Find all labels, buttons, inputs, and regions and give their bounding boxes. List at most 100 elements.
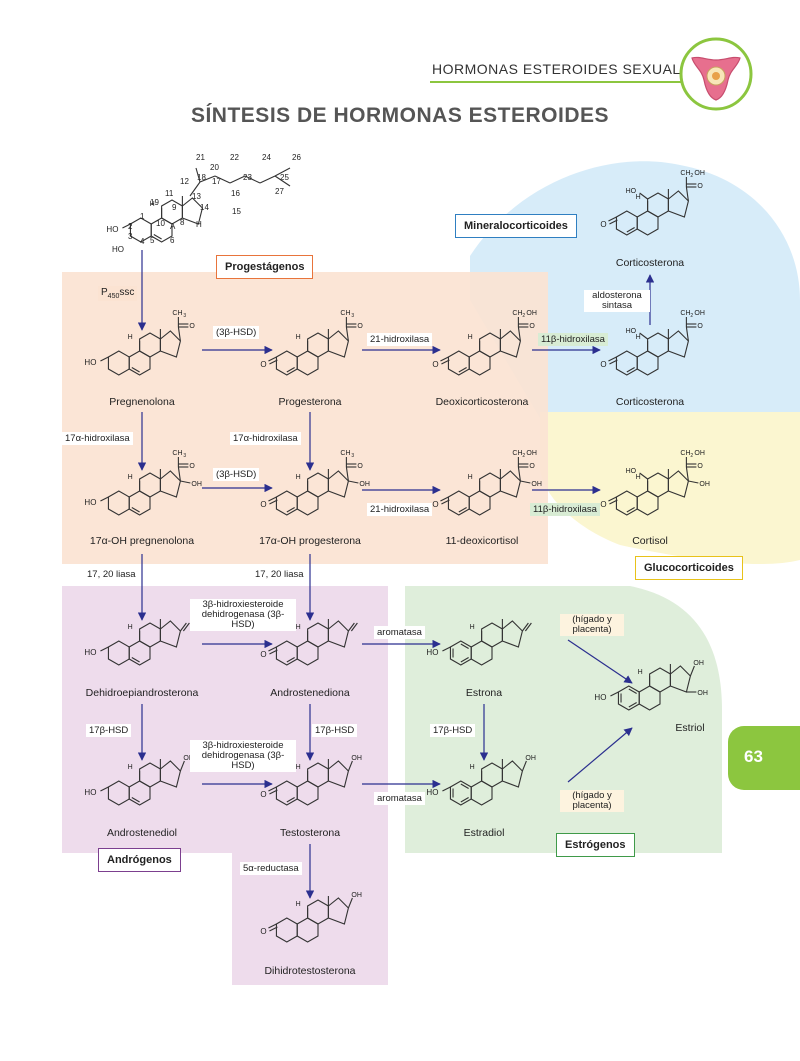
hydroxyl-label: OH [526,310,537,317]
subscript-label: 2 [690,313,693,319]
oxygen-label: O [260,500,266,509]
hydroxyl-label: HO [84,648,96,657]
hydroxyl-bond [689,665,695,677]
ring-a [107,350,130,376]
hydroxyl-bond [179,760,185,772]
ring-a [275,917,298,943]
oxygen-label: O [260,927,266,936]
methyl-label: CH [340,310,350,317]
glucocorticoides-region [540,412,800,565]
aromatic-bond [460,797,469,803]
double-bond [153,234,162,240]
molecule-estrona: Estrona [465,687,503,699]
enzyme-17-20-liasa-2: 17, 20 liasa [252,568,307,581]
side-chain-bond [259,175,276,184]
double-bond [626,367,635,373]
ring-c [479,472,501,498]
molecule-cortisol: Cortisol [632,535,668,547]
ring-d [667,190,690,218]
ring-c [139,622,161,648]
cholesterol-carbon-number: 1 [140,212,145,221]
cholesterol-carbon-number: 20 [210,163,219,172]
enzyme-17b-hsd-2: 17β-HSD [312,724,358,737]
ring-c [307,762,329,788]
methyl-label: H [470,764,475,771]
cholesterol-carbon-number: 10 [156,219,165,228]
molecule-corticosterona-top: Corticosterona [615,257,685,269]
molecule-androstenediol: Androstenediol [106,827,178,839]
carbonyl-bond [608,356,617,362]
carbonyl-bond [269,649,278,655]
cholesterol-carbon-number: 24 [262,153,271,162]
aromatic-bond [460,643,469,649]
methyl-label: CH [340,450,350,457]
carbonyl-bond [179,622,187,632]
carbonyl-bond [440,496,449,502]
methyl-label: H [296,764,301,771]
aromatic-bond [628,702,637,708]
carbonyl-bond [268,356,277,362]
double-bond [458,507,467,513]
molecule-17oh-progesterona: 17α-OH progesterona [259,535,361,547]
double-bond [626,227,635,233]
group-label-progestagenos: Progestágenos [216,255,314,279]
oxygen-label: O [189,323,195,330]
estrogenos-region [405,586,722,853]
cholesterol-carbon-number: 21 [196,153,205,162]
molecule-pregnenolona: Pregnenolona [109,396,175,408]
carbonyl-bond [609,359,618,365]
hydroxyl-label: OH [694,310,705,317]
hydroxyl-label: OH [693,660,704,667]
hydroxyl-bond [347,760,353,772]
oxygen-label: O [600,360,606,369]
ring-d [327,620,350,648]
hydroxymethyl-label: CH [680,450,690,457]
molecule-11-deoxicortisol: 11-deoxicortisol [445,535,519,547]
ring-a [107,640,130,666]
progestagenos-region [62,272,548,564]
ring-c [647,332,669,358]
hydroxyl-label: OH [191,481,202,488]
page-number: 63 [744,747,763,766]
enzyme-21-hidroxilasa-1: 21-hidroxilasa [367,333,433,346]
aromatic-bond [460,783,469,789]
cholesterol-carbon-number: 9 [172,203,177,212]
oxygen-label: O [260,790,266,799]
double-bond [286,657,295,663]
enzyme-3b-hsd-1: (3β-HSD) [213,326,260,339]
methyl-label: H [638,669,643,676]
oxygen-label: O [432,500,438,509]
enzyme-aromatasa-1: aromatasa [374,626,425,639]
side-chain-bond [214,175,231,184]
side-chain-bond [685,466,689,482]
carbonyl-bond [441,499,450,505]
double-bond [626,507,635,513]
double-bond [131,507,140,513]
hydroxyl-label: OH [694,170,705,177]
ring-d [669,665,692,693]
molecule-testosterona: Testosterona [279,827,341,839]
ring-c [307,622,329,648]
oxygen-label: O [600,500,606,509]
carbonyl-bond [182,622,190,632]
group-label-androgenos: Andrógenos [98,848,181,872]
hydroxyl-label: OH [359,481,370,488]
methyl-label: H [636,474,641,481]
side-chain-bond [195,167,201,183]
methyl-label: H [128,474,133,481]
side-chain-bond [345,326,349,342]
steroid-structure: HOH [84,619,190,666]
hydroxymethyl-label: CH [512,310,522,317]
cholesterol-carbon-number: 15 [232,207,241,216]
cholesterol-carbon-number: 3 [128,232,133,241]
cholesterol-carbon-number: 6 [170,236,175,245]
carbonyl-bond [269,926,278,932]
cholesterol-carbon-number: 5 [150,236,155,245]
